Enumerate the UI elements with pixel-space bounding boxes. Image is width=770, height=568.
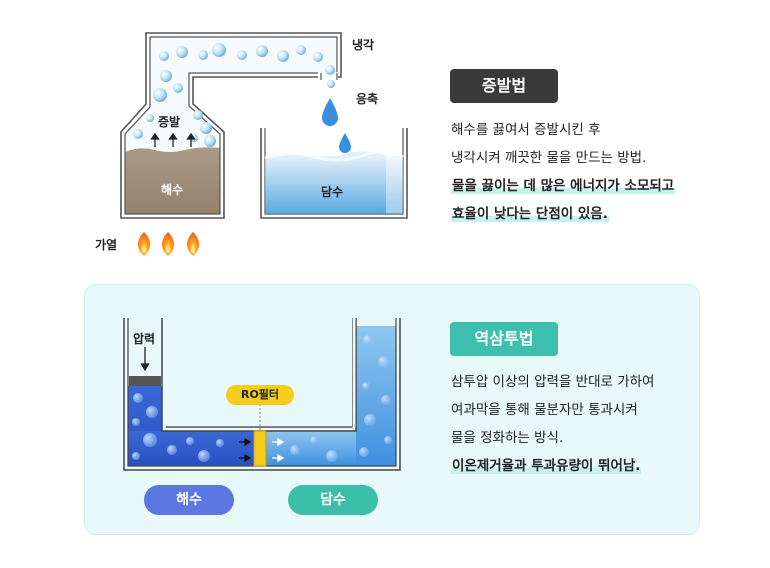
freshwater-label: 담수	[321, 185, 344, 199]
seawater-fill	[125, 147, 220, 214]
evaporation-diagram	[120, 32, 408, 256]
ro-bubbles	[132, 335, 392, 462]
desc-line: 여과막을 통해 물분자만 통과시켜	[451, 402, 638, 418]
reverse-osmosis-description: 삼투압 이상의 압력을 반대로 가하여 여과막을 통해 물분자만 통과시켜 물을…	[451, 368, 654, 480]
freshwater-tank-outline	[260, 128, 408, 219]
reverse-osmosis-title-tag: 역삼투법	[450, 322, 558, 356]
ro-piston	[129, 376, 161, 386]
seawater-label: 해수	[161, 183, 184, 197]
evaporation-description: 해수를 끓여서 증발시킨 후 냉각시켜 깨끗한 물을 만드는 방법. 물을 끓이…	[451, 116, 676, 228]
freshwater-pill: 담수	[288, 485, 378, 515]
pressure-arrow	[140, 347, 150, 372]
highlight-line: 효율이 낮다는 단점이 있음.	[451, 206, 609, 222]
desc-line: 물을 정화하는 방식.	[451, 430, 564, 446]
flame-icons	[138, 232, 199, 256]
pressure-label: 압력	[133, 332, 156, 346]
desc-line: 삼투압 이상의 압력을 반대로 가하여	[451, 374, 655, 390]
ro-freshwater-channel	[266, 431, 356, 466]
ro-freshwater-column	[356, 326, 396, 466]
cooling-label: 냉각	[352, 38, 375, 52]
droplet-icon	[322, 98, 338, 126]
evaporation-title-tag: 증발법	[450, 69, 558, 103]
ro-filter-membrane	[253, 430, 267, 467]
ro-tank-outline	[123, 318, 401, 471]
reverse-osmosis-diagram	[123, 318, 401, 471]
droplet-icon	[339, 133, 351, 153]
highlight-line: 물을 끓이는 데 많은 에너지가 소모되고	[451, 178, 676, 194]
vapor-bubbles	[133, 43, 335, 147]
desc-line: 냉각시켜 깨끗한 물을 만드는 방법.	[451, 150, 647, 166]
ro-filter-label: RO필터	[226, 385, 294, 405]
evaporation-label: 증발	[158, 115, 181, 129]
seawater-pill: 해수	[144, 485, 234, 515]
flow-arrows-freshwater	[272, 437, 285, 463]
flow-arrows-seawater	[239, 437, 252, 463]
condensation-label: 응축	[356, 92, 379, 106]
heating-label: 가열	[95, 238, 118, 252]
evaporation-vessel-outline	[120, 32, 342, 219]
desc-line: 해수를 끓여서 증발시킨 후	[451, 122, 601, 138]
evaporation-arrows	[150, 132, 196, 147]
highlight-line: 이온제거율과 투과유량이 뛰어남.	[451, 458, 642, 474]
